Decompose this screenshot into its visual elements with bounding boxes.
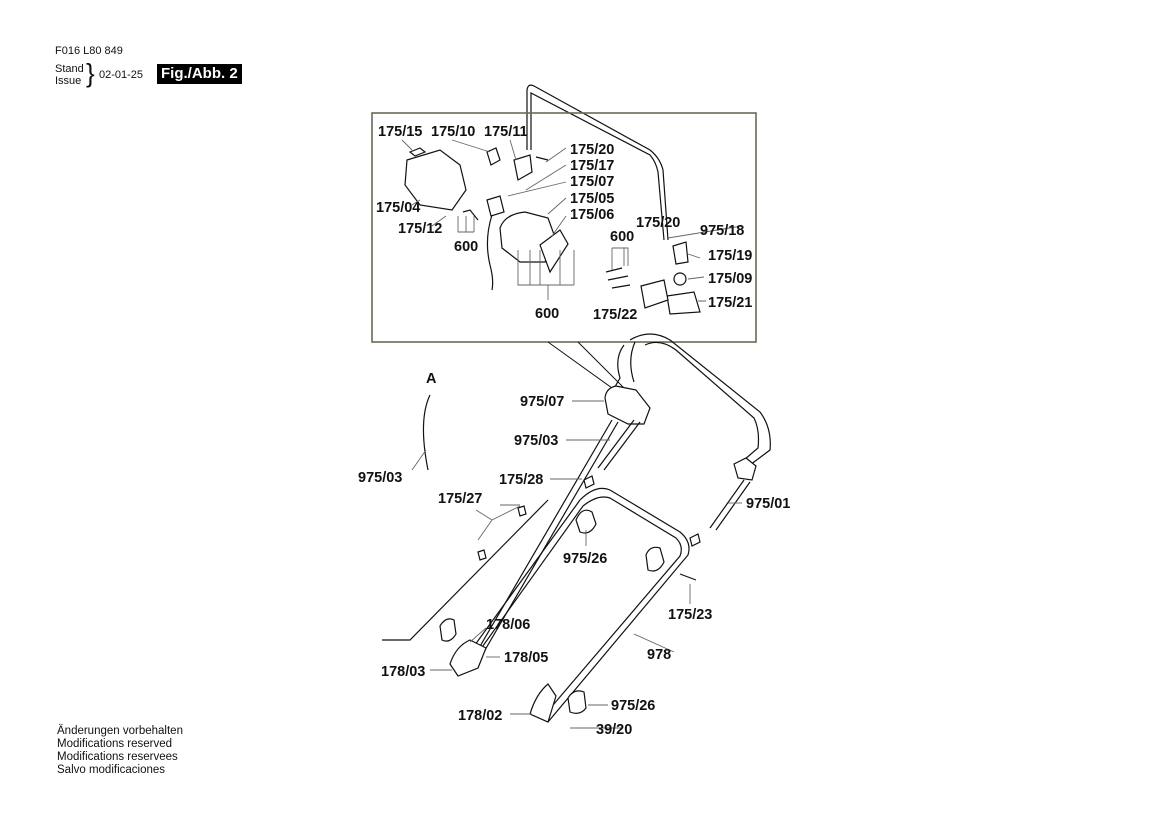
issue-date: 02-01-25 bbox=[99, 69, 144, 81]
knob-975-26b bbox=[645, 546, 665, 572]
document-code: F016 L80 849 bbox=[55, 45, 123, 57]
label-975-03-tube: 975/03 bbox=[514, 433, 558, 449]
issue-label: Issue bbox=[55, 75, 82, 87]
cap-175-21 bbox=[666, 291, 701, 315]
tube-975-03 bbox=[471, 419, 619, 663]
stand-issue-label: Stand Issue bbox=[55, 63, 84, 87]
figure-label: Fig./Abb. 2 bbox=[157, 64, 242, 84]
plug-175-28 bbox=[583, 475, 595, 489]
modification-notes: Änderungen vorbehalten Modifications res… bbox=[57, 725, 183, 777]
stand-label: Stand bbox=[55, 63, 84, 75]
spring-175-09 bbox=[673, 272, 687, 286]
knob-lower-left bbox=[439, 618, 457, 642]
label-39-20: 39/20 bbox=[596, 722, 632, 738]
note-de: Änderungen vorbehalten bbox=[57, 725, 183, 737]
label-975-07: 975/07 bbox=[520, 394, 564, 410]
note-fr: Modifications reservees bbox=[57, 751, 178, 763]
pin-175-20 bbox=[535, 156, 549, 161]
label-178-02: 178/02 bbox=[458, 708, 502, 724]
label-175-27: 175/27 bbox=[438, 491, 482, 507]
label-175-20-right: 175/20 bbox=[636, 215, 680, 231]
switch-part-175-10 bbox=[486, 147, 501, 166]
label-178-06: 178/06 bbox=[486, 617, 530, 633]
clip-175-27a bbox=[517, 505, 527, 517]
label-975-03-cable: 975/03 bbox=[358, 470, 402, 486]
label-975-18: 975/18 bbox=[700, 223, 744, 239]
label-175-15: 175/15 bbox=[378, 124, 422, 140]
note-es: Salvo modificaciones bbox=[57, 764, 166, 776]
switch-box-975-07 bbox=[604, 385, 651, 425]
brace-symbol: } bbox=[86, 58, 95, 88]
label-600-right: 600 bbox=[610, 229, 634, 245]
handle-clamp bbox=[733, 457, 757, 481]
bracket-175-06 bbox=[539, 229, 569, 274]
label-175-09: 175/09 bbox=[708, 271, 752, 287]
label-178-03: 178/03 bbox=[381, 664, 425, 680]
label-175-05: 175/05 bbox=[570, 191, 614, 207]
switch-housing-175-04 bbox=[404, 149, 467, 211]
body-175-22 bbox=[640, 279, 669, 309]
label-175-20-upper: 175/20 bbox=[570, 142, 614, 158]
label-175-22: 175/22 bbox=[593, 307, 637, 323]
cover-plate-175-15 bbox=[408, 147, 427, 157]
label-175-21: 175/21 bbox=[708, 295, 752, 311]
label-175-19: 175/19 bbox=[708, 248, 752, 264]
label-175-23: 175/23 bbox=[668, 607, 712, 623]
label-175-28: 175/28 bbox=[499, 472, 543, 488]
label-175-12: 175/12 bbox=[398, 221, 442, 237]
cable-975-03 bbox=[422, 394, 431, 471]
clip-175-27b bbox=[477, 549, 487, 561]
lever-175-19 bbox=[672, 241, 689, 265]
label-175-06: 175/06 bbox=[570, 207, 614, 223]
cable bbox=[486, 214, 494, 291]
connector-175-07 bbox=[486, 195, 505, 217]
label-600-left: 600 bbox=[454, 239, 478, 255]
switch-part-175-11 bbox=[513, 154, 533, 181]
label-175-17: 175/17 bbox=[570, 158, 614, 174]
knob-975-26a bbox=[575, 509, 597, 534]
knob-975-26c bbox=[567, 690, 587, 714]
bracket-178-03 bbox=[449, 639, 487, 677]
note-en: Modifications reserved bbox=[57, 738, 173, 750]
label-175-07: 175/07 bbox=[570, 174, 614, 190]
label-A: A bbox=[426, 371, 437, 387]
detail-box bbox=[371, 112, 757, 343]
bracket-178-02 bbox=[529, 683, 557, 723]
label-175-04: 175/04 bbox=[376, 200, 420, 216]
upper-handle-975-01 bbox=[629, 333, 771, 466]
plug-175-28b bbox=[689, 533, 701, 547]
screw-175-23 bbox=[679, 573, 697, 581]
label-175-10: 175/10 bbox=[431, 124, 475, 140]
label-178-05: 178/05 bbox=[504, 650, 548, 666]
bail-lever-975-18 bbox=[526, 84, 669, 241]
label-978: 978 bbox=[647, 647, 671, 663]
label-175-11: 175/11 bbox=[484, 124, 528, 140]
label-975-26-lower: 975/26 bbox=[611, 698, 655, 714]
label-600-center: 600 bbox=[535, 306, 559, 322]
lower-handle-978 bbox=[541, 487, 690, 723]
label-975-01: 975/01 bbox=[746, 496, 790, 512]
label-975-26-upper: 975/26 bbox=[563, 551, 607, 567]
